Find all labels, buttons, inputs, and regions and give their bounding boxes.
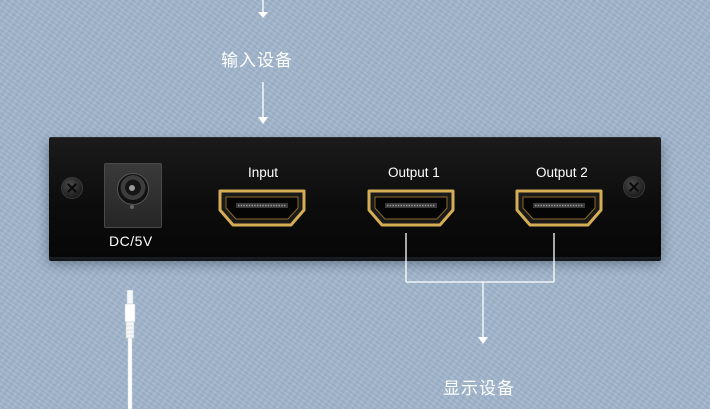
- screw-icon: [61, 177, 83, 199]
- display-device-label: 显示设备: [443, 379, 515, 399]
- input-connector-lines: [258, 0, 268, 124]
- hdmi-port-icon: [367, 189, 455, 227]
- device-edge: [49, 255, 661, 261]
- dc-jack-pin: [129, 185, 135, 191]
- output-connector-lines: [405, 233, 555, 344]
- power-port-label: DC/5V: [109, 233, 153, 249]
- input-device-label: 输入设备: [221, 51, 293, 71]
- screw-icon: [623, 176, 645, 198]
- output2-port-label: Output 2: [536, 165, 588, 180]
- input-port-label: Input: [248, 165, 279, 180]
- hdmi-port-icon: [515, 189, 603, 227]
- hdmi-port-icon: [218, 189, 306, 227]
- output1-port-label: Output 1: [388, 165, 440, 180]
- dc-jack-indicator: [130, 205, 134, 209]
- dc-cable-icon: [124, 290, 136, 409]
